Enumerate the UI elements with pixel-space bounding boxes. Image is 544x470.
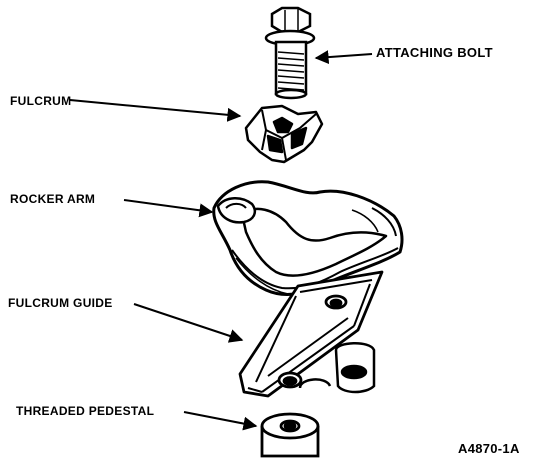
rocker-arm-part [212, 180, 404, 297]
figure-code: A4870-1A [458, 441, 520, 456]
label-fulcrum-guide: FULCRUM GUIDE [8, 296, 113, 310]
fulcrum-part [244, 104, 324, 164]
fulcrum-guide-part [238, 270, 384, 398]
leader-arrows [69, 50, 373, 431]
arrow-rocker-arm [123, 199, 214, 218]
label-attaching-bolt: ATTACHING BOLT [376, 45, 493, 60]
label-fulcrum: FULCRUM [10, 94, 72, 108]
arrow-fulcrum [69, 99, 242, 122]
label-threaded-pedestal: THREADED PEDESTAL [16, 404, 155, 418]
arrow-fulcrum-guide [133, 303, 244, 343]
arrow-attaching-bolt [314, 50, 373, 65]
attaching-bolt-part [264, 6, 316, 100]
label-rocker-arm: ROCKER ARM [10, 192, 96, 206]
rear-pedestals [298, 342, 376, 394]
arrow-threaded-pedestal [183, 411, 258, 431]
threaded-pedestal-part [260, 412, 320, 458]
